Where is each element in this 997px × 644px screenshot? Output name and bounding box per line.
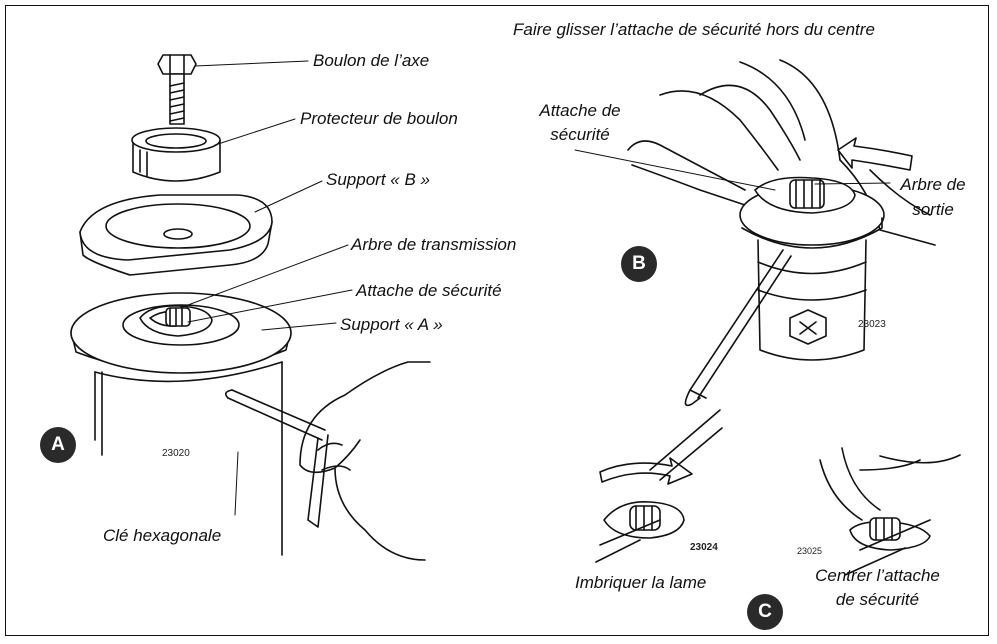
- support-b-drawing: [80, 195, 272, 275]
- label-center-clip-line1: Centrer l’attache: [790, 566, 965, 586]
- hex-key-a-drawing: [226, 362, 430, 560]
- badge-c: C: [747, 594, 783, 630]
- label-hex-key: Clé hexagonale: [103, 526, 221, 546]
- figure-number-c-left: 23024: [690, 542, 718, 553]
- support-a-drawing: [71, 293, 291, 555]
- figure-number-c-right: 23025: [797, 546, 822, 556]
- label-center-clip-line2: de sécurité: [790, 590, 965, 610]
- label-output-shaft-line1: Arbre de: [893, 175, 973, 195]
- label-support-b: Support « B »: [326, 170, 430, 190]
- label-output-shaft-line2: sortie: [893, 200, 973, 220]
- label-safety-clip-b-line2: sécurité: [520, 125, 640, 145]
- panel-c-left-drawing: [596, 410, 722, 562]
- panel-b-drawing: [628, 60, 935, 405]
- bolt-protector-drawing: [132, 128, 220, 181]
- label-bolt-protector: Protecteur de boulon: [300, 109, 458, 129]
- figure-number-b: 23023: [858, 319, 886, 330]
- label-drive-shaft: Arbre de transmission: [351, 235, 516, 255]
- figure-number-a: 23020: [162, 448, 190, 459]
- panel-c-right-drawing: [820, 448, 960, 575]
- label-safety-clip-a: Attache de sécurité: [356, 281, 502, 301]
- label-support-a: Support « A »: [340, 315, 443, 335]
- label-axle-bolt: Boulon de l’axe: [313, 51, 429, 71]
- badge-a: A: [40, 427, 76, 463]
- axle-bolt-drawing: [158, 55, 196, 124]
- label-safety-clip-b-line1: Attache de: [520, 101, 640, 121]
- badge-b: B: [621, 246, 657, 282]
- label-nest-blade: Imbriquer la lame: [575, 573, 706, 593]
- header-caption: Faire glisser l’attache de sécurité hors…: [513, 20, 875, 40]
